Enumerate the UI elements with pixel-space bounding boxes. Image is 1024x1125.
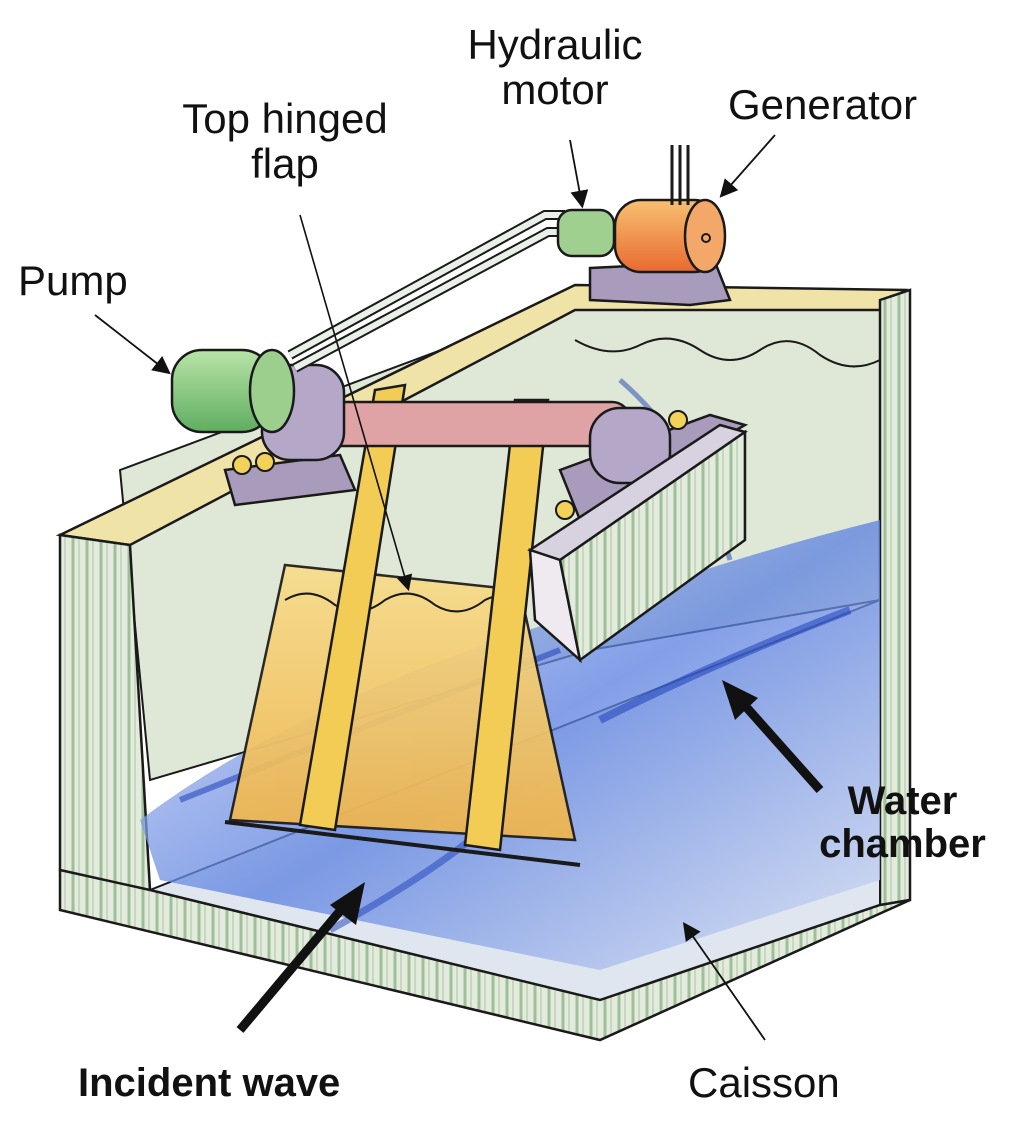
pump bbox=[170, 348, 296, 434]
pointer-lines bbox=[94, 134, 824, 1041]
arrow-water-chamber bbox=[736, 697, 824, 793]
label-hydraulic-motor-line1: Hydraulic bbox=[467, 21, 643, 68]
pointer-caisson bbox=[682, 922, 766, 1041]
arrow-incident-wave bbox=[236, 902, 349, 1033]
pointer-flap bbox=[299, 214, 413, 592]
label-pump: Pump bbox=[18, 257, 128, 304]
generator-hub bbox=[701, 233, 711, 243]
generator-assembly bbox=[556, 145, 732, 307]
pipe-1-fill bbox=[288, 212, 565, 358]
counterweight-box bbox=[527, 423, 748, 664]
label-hydraulic-motor: Hydraulic motor bbox=[450, 22, 660, 113]
generator-face bbox=[683, 198, 727, 274]
label-top-hinged-flap-line2: flap bbox=[251, 140, 319, 188]
flap-arm-left bbox=[298, 383, 407, 832]
right-bearing-bolt-2 bbox=[668, 410, 688, 430]
pointer-generator bbox=[719, 134, 776, 198]
label-water-chamber-line1: Water bbox=[847, 779, 958, 823]
top-hinged-flap bbox=[224, 383, 581, 867]
shaft bbox=[298, 400, 632, 448]
label-top-hinged-flap-line1: Top hinged bbox=[182, 95, 388, 142]
left-bearing-bolt-1 bbox=[232, 455, 252, 475]
flap-bottom-edge bbox=[224, 820, 581, 867]
hydraulic-motor-body bbox=[556, 208, 616, 258]
label-generator: Generator bbox=[728, 81, 918, 128]
caisson-front-slab bbox=[58, 868, 911, 1042]
label-hydraulic-motor-line2: motor bbox=[501, 66, 609, 114]
label-water-chamber-line2: chamber bbox=[819, 822, 986, 867]
label-water-chamber: Water chamber bbox=[790, 779, 1015, 867]
flap-arm-right bbox=[463, 398, 550, 852]
pointer-hydraulic-motor bbox=[569, 139, 589, 209]
right-bearing-bolt-1 bbox=[555, 500, 575, 520]
arrow-water-chamber-head bbox=[722, 680, 758, 720]
left-bearing-bolt-2 bbox=[255, 452, 275, 472]
pump-face bbox=[248, 348, 296, 434]
label-incident-wave: Incident wave bbox=[78, 1061, 341, 1105]
label-caisson: Caisson bbox=[688, 1059, 840, 1106]
label-top-hinged-flap: Top hinged flap bbox=[160, 96, 410, 187]
water-streak-2 bbox=[598, 606, 852, 724]
box-side bbox=[558, 429, 747, 663]
pointer-pump bbox=[94, 314, 171, 375]
water-surface-back bbox=[574, 337, 881, 368]
flap-wave-edge bbox=[284, 592, 521, 613]
arrow-incident-wave-head bbox=[330, 882, 365, 925]
